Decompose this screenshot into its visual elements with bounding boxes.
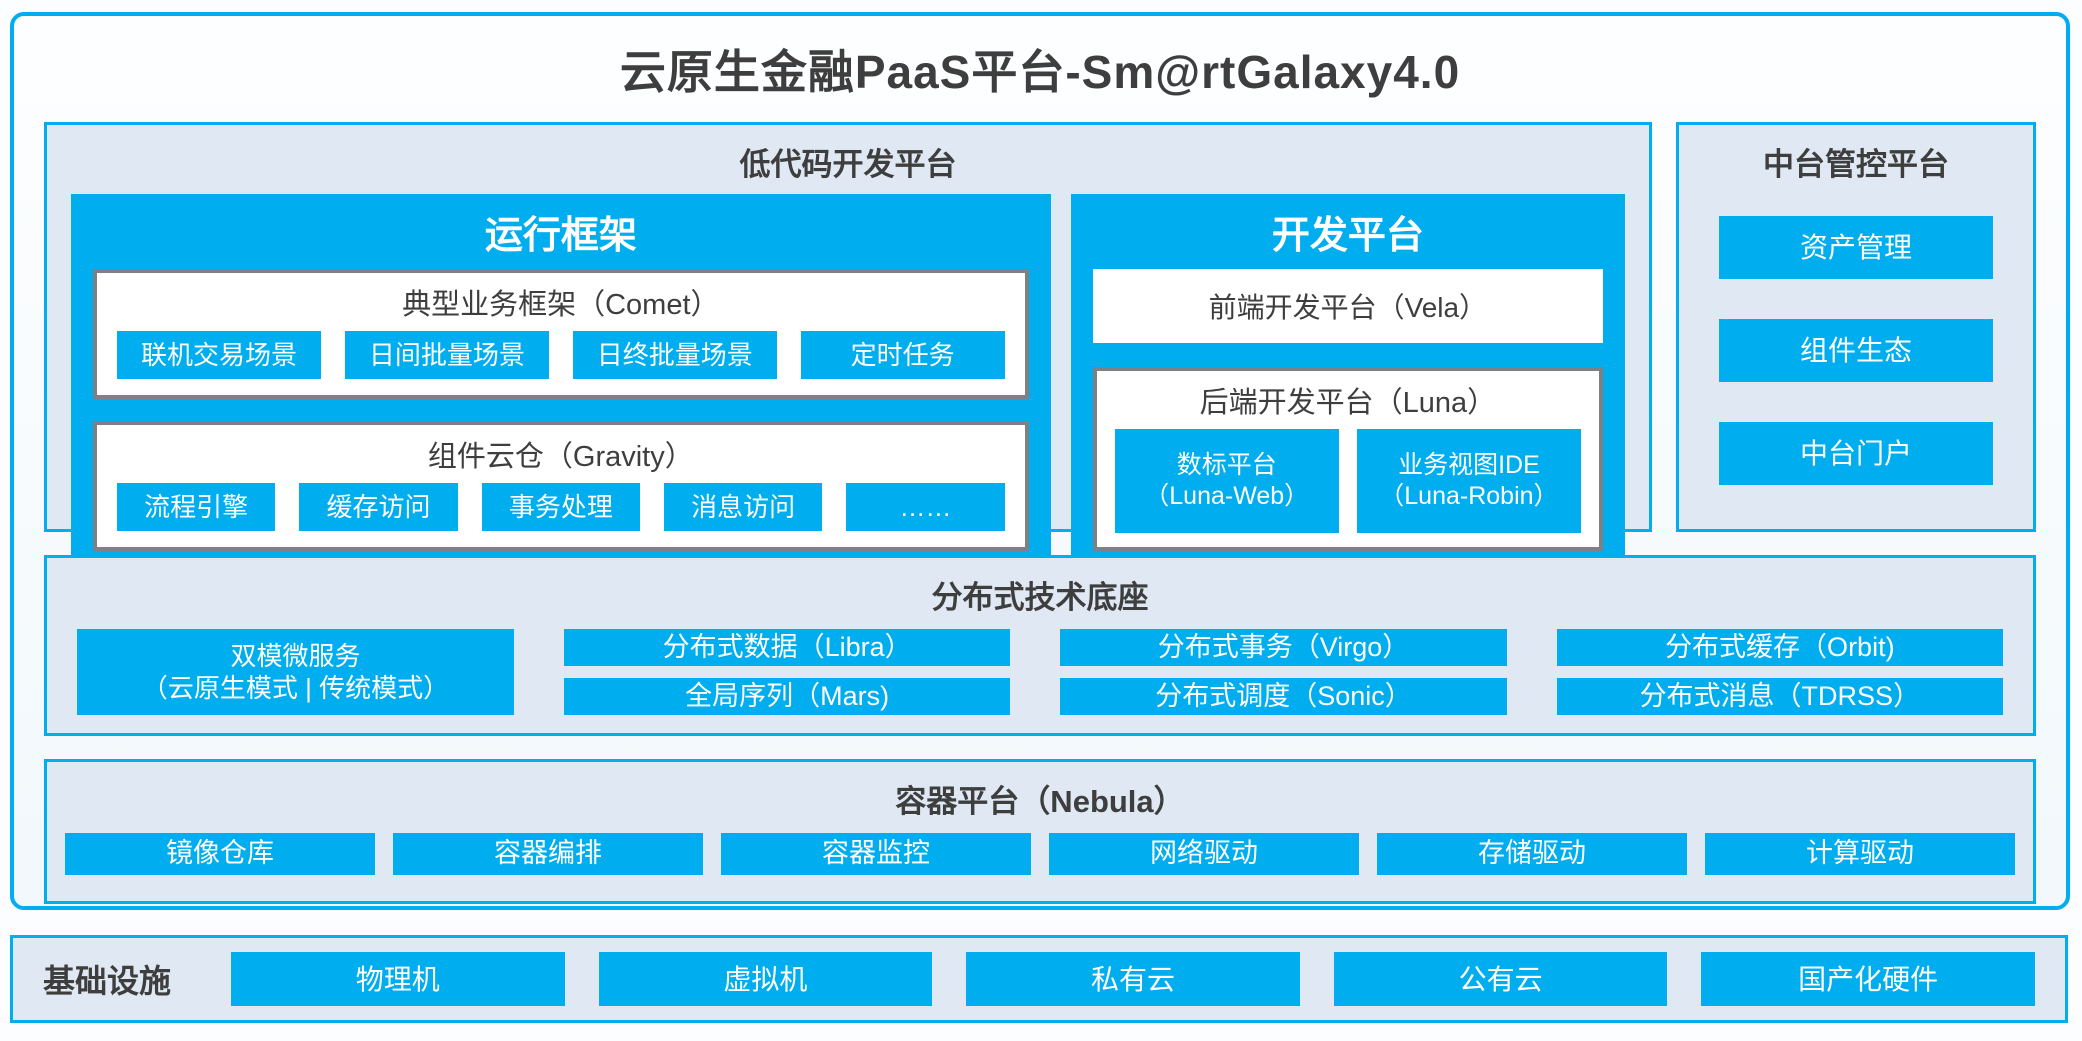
- node-global-sequence-mars: 全局序列（Mars): [564, 678, 1011, 715]
- node-vela-frontend-platform: 前端开发平台（Vela）: [1092, 269, 1603, 343]
- node-luna-web-line2: （Luna-Web）: [1144, 482, 1310, 510]
- node-image-registry: 镜像仓库: [65, 833, 375, 875]
- panel-lowcode-body: 运行框架 典型业务框架（Comet） 联机交易场景 日间批量场景 日终批量场景 …: [47, 194, 1649, 593]
- box-comet-items: 联机交易场景 日间批量场景 日终批量场景 定时任务: [97, 327, 1025, 395]
- node-storage-driver: 存储驱动: [1377, 833, 1687, 875]
- box-comet-title: 典型业务框架（Comet）: [402, 289, 720, 321]
- panel-container-platform-items: 镜像仓库 容器编排 容器监控 网络驱动 存储驱动 计算驱动: [47, 831, 2033, 901]
- panel-infrastructure-title: 基础设施: [43, 963, 172, 999]
- node-midplatform-portal: 中台门户: [1719, 422, 1993, 485]
- node-message-access: 消息访问: [663, 483, 823, 531]
- panel-infrastructure: 基础设施 物理机 虚拟机 私有云 公有云 国产化硬件: [10, 935, 2068, 1023]
- node-luna-web: 数标平台 （Luna-Web）: [1114, 429, 1339, 533]
- node-distributed-scheduling-sonic: 分布式调度（Sonic）: [1060, 678, 1507, 715]
- node-process-engine: 流程引擎: [117, 483, 276, 531]
- node-network-driver: 网络驱动: [1049, 833, 1359, 875]
- box-gravity-items: 流程引擎 缓存访问 事务处理 消息访问 ……: [97, 479, 1025, 547]
- box-gravity: 组件云仓（Gravity） 流程引擎 缓存访问 事务处理 消息访问 ……: [93, 421, 1029, 551]
- node-public-cloud: 公有云: [1333, 952, 1668, 1006]
- node-distributed-data-libra: 分布式数据（Libra）: [564, 629, 1011, 666]
- node-dual-mode-microservice: 双模微服务 （云原生模式 | 传统模式）: [77, 629, 514, 715]
- node-scheduled-task: 定时任务: [800, 331, 1005, 379]
- panel-lowcode: 低代码开发平台 运行框架 典型业务框架（Comet） 联机交易场景 日间批量场景…: [44, 122, 1652, 571]
- node-asset-management: 资产管理: [1719, 216, 1993, 279]
- box-gravity-title: 组件云仓（Gravity）: [427, 441, 694, 473]
- node-virtual-machine: 虚拟机: [598, 952, 933, 1006]
- distributed-col-3: 分布式缓存（Orbit) 分布式消息（TDRSS）: [1556, 629, 2003, 715]
- distributed-col-1: 分布式数据（Libra） 全局序列（Mars): [564, 629, 1011, 715]
- panel-midplatform: 中台管控平台 资产管理 组件生态 中台门户: [1676, 122, 2036, 532]
- panel-container-platform: 容器平台（Nebula） 镜像仓库 容器编排 容器监控 网络驱动 存储驱动 计算…: [44, 759, 2036, 904]
- node-distributed-message-tdrss: 分布式消息（TDRSS）: [1556, 678, 2003, 715]
- node-transaction-processing: 事务处理: [481, 483, 640, 531]
- node-luna-robin-line2: （Luna-Robin）: [1379, 482, 1559, 510]
- box-luna: 后端开发平台（Luna） 数标平台 （Luna-Web） 业务视图IDE （Lu…: [1092, 367, 1603, 551]
- node-luna-web-line1: 数标平台: [1176, 450, 1277, 479]
- node-eod-batch-scene: 日终批量场景: [572, 331, 777, 379]
- node-dual-mode-microservice-line1: 双模微服务: [230, 640, 361, 671]
- panel-midplatform-items: 资产管理 组件生态 中台门户: [1679, 194, 2033, 529]
- panel-distributed-base-body: 双模微服务 （云原生模式 | 传统模式） 分布式数据（Libra） 全局序列（M…: [47, 627, 2033, 733]
- box-luna-items: 数标平台 （Luna-Web） 业务视图IDE （Luna-Robin）: [1097, 425, 1599, 547]
- node-domestic-hardware: 国产化硬件: [1701, 952, 2035, 1006]
- node-distributed-cache-orbit: 分布式缓存（Orbit): [1556, 629, 2003, 666]
- distributed-col-2: 分布式事务（Virgo） 分布式调度（Sonic）: [1060, 629, 1507, 715]
- node-luna-robin: 业务视图IDE （Luna-Robin）: [1356, 429, 1582, 533]
- node-online-transaction-scene: 联机交易场景: [117, 331, 321, 379]
- node-intraday-batch-scene: 日间批量场景: [344, 331, 549, 379]
- node-physical-machine: 物理机: [231, 952, 565, 1006]
- box-comet: 典型业务框架（Comet） 联机交易场景 日间批量场景 日终批量场景 定时任务: [93, 269, 1029, 399]
- panel-midplatform-title: 中台管控平台: [1763, 147, 1949, 182]
- top-row: 低代码开发平台 运行框架 典型业务框架（Comet） 联机交易场景 日间批量场景…: [44, 122, 2036, 571]
- panel-lowcode-title: 低代码开发平台: [739, 147, 957, 182]
- node-distributed-transaction-virgo: 分布式事务（Virgo）: [1060, 629, 1507, 666]
- block-runtime-framework-title: 运行框架: [484, 215, 637, 257]
- node-more-ellipsis: ……: [846, 483, 1005, 531]
- panel-distributed-base: 分布式技术底座 双模微服务 （云原生模式 | 传统模式） 分布式数据（Libra…: [44, 555, 2036, 736]
- block-dev-platform-title: 开发平台: [1271, 215, 1424, 257]
- panel-container-platform-title: 容器平台（Nebula）: [895, 784, 1185, 819]
- box-luna-title: 后端开发平台（Luna）: [1199, 387, 1497, 419]
- block-dev-platform: 开发平台 前端开发平台（Vela） 后端开发平台（Luna） 数标平台 （Lun…: [1070, 194, 1625, 571]
- platform-frame: 云原生金融PaaS平台-Sm@rtGalaxy4.0 低代码开发平台 运行框架 …: [10, 12, 2070, 910]
- node-container-monitoring: 容器监控: [721, 833, 1031, 875]
- node-container-orchestration: 容器编排: [393, 833, 703, 875]
- block-runtime-framework: 运行框架 典型业务框架（Comet） 联机交易场景 日间批量场景 日终批量场景 …: [71, 194, 1051, 571]
- node-private-cloud: 私有云: [966, 952, 1300, 1006]
- node-component-ecosystem: 组件生态: [1719, 319, 1993, 382]
- node-compute-driver: 计算驱动: [1705, 833, 2015, 875]
- page-title: 云原生金融PaaS平台-Sm@rtGalaxy4.0: [619, 46, 1461, 98]
- panel-distributed-base-title: 分布式技术底座: [931, 580, 1149, 615]
- node-dual-mode-microservice-line2: （云原生模式 | 传统模式）: [141, 673, 450, 703]
- node-luna-robin-line1: 业务视图IDE: [1398, 450, 1540, 479]
- node-cache-access: 缓存访问: [299, 483, 458, 531]
